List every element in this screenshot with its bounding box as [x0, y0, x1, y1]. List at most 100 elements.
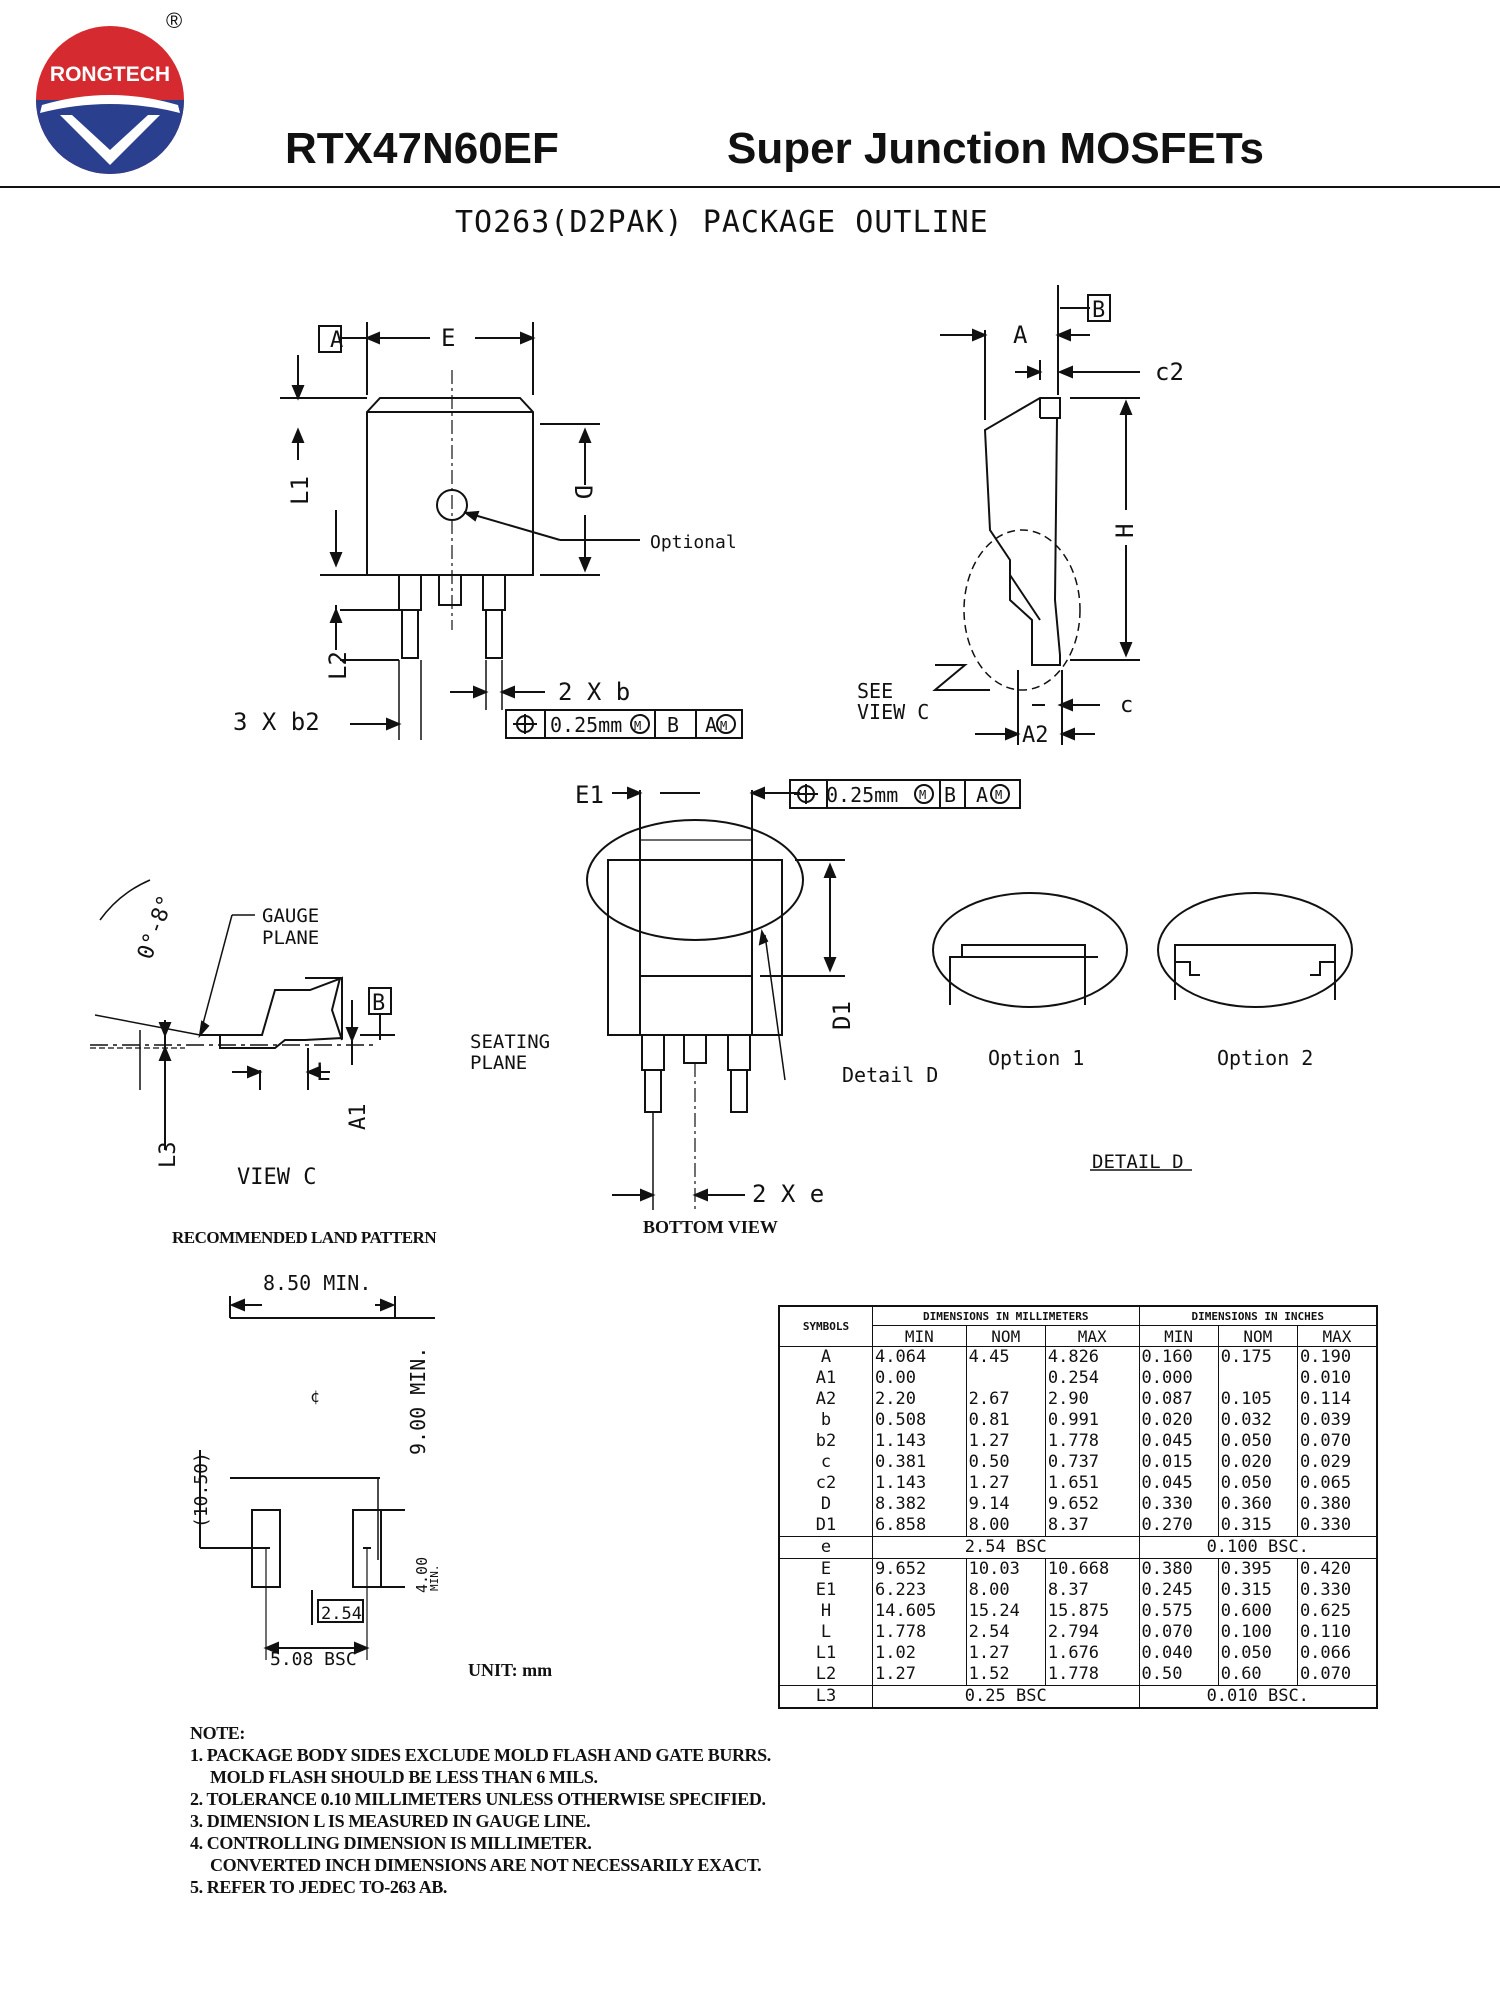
value-cell: 0.330 — [1296, 1515, 1376, 1537]
symbol-cell: D1 — [815, 1515, 837, 1535]
mmc-1b: M — [720, 719, 727, 733]
label-optional: Optional — [650, 532, 737, 553]
logo-brand-text: RONGTECH — [50, 63, 170, 86]
label-a1: A1 — [346, 1104, 371, 1131]
label-254: 2.54 — [321, 1604, 362, 1624]
fcf-a-1: A — [705, 713, 717, 737]
label-d1: D1 — [828, 1001, 856, 1030]
label-l3: L3 — [156, 1142, 181, 1169]
label-850-min: 8.50 MIN. — [263, 1271, 371, 1295]
label-400: 4.00 — [413, 1557, 431, 1593]
label-detail-d-ref: Detail D — [842, 1063, 938, 1087]
value-cell: 0.420 — [1296, 1558, 1376, 1580]
symbol-cell: H — [820, 1601, 832, 1621]
col-header: NOM — [965, 1325, 1046, 1347]
symbol-cell: E1 — [815, 1580, 837, 1600]
note-1-cont: MOLD FLASH SHOULD BE LESS THAN 6 MILS. — [210, 1767, 598, 1787]
label-gauge: GAUGE — [262, 905, 319, 927]
value-cell: 1.676 — [1044, 1643, 1139, 1664]
value-cell: 0.737 — [1044, 1452, 1139, 1473]
label-centerline: ¢ — [310, 1387, 320, 1406]
value-cell: 2.794 — [1044, 1622, 1139, 1643]
symbol-cell: b2 — [815, 1431, 837, 1451]
value-cell: 0.045 — [1138, 1473, 1219, 1494]
label-detail-d: DETAIL D — [1092, 1151, 1184, 1173]
value-cell: 0.020 — [1217, 1452, 1298, 1473]
value-cell: 14.605 — [872, 1601, 967, 1622]
value-cell: 10.03 — [965, 1558, 1046, 1580]
mmc-2b: M — [995, 788, 1002, 802]
value-cell: 0.380 — [1138, 1558, 1219, 1580]
label-c2: c2 — [1155, 358, 1184, 386]
symbol-cell: A2 — [815, 1389, 837, 1409]
value-cell: 2.54 — [965, 1622, 1046, 1643]
value-cell: 9.14 — [965, 1494, 1046, 1515]
value-cell: 4.826 — [1044, 1346, 1139, 1368]
value-cell: 6.858 — [872, 1515, 967, 1537]
value-cell — [1217, 1368, 1298, 1389]
value-cell: 1.27 — [872, 1664, 967, 1686]
label-see: SEE — [857, 679, 893, 703]
value-cell: 1.778 — [1044, 1664, 1139, 1686]
value-cell: 0.065 — [1296, 1473, 1376, 1494]
label-900-min: 9.00 MIN. — [406, 1347, 430, 1455]
land-pattern — [199, 1296, 435, 1660]
label-l2: L2 — [324, 651, 352, 680]
label-gauge-plane: PLANE — [262, 927, 319, 949]
symbol-cell: L3 — [780, 1685, 873, 1707]
land-pattern-title: RECOMMENDED LAND PATTERN — [172, 1228, 437, 1247]
note-4-cont: CONVERTED INCH DIMENSIONS ARE NOT NECESS… — [210, 1855, 762, 1875]
note-3: 3. DIMENSION L IS MEASURED IN GAUGE LINE… — [190, 1811, 591, 1831]
col-header: MAX — [1296, 1325, 1376, 1347]
label-l: L — [316, 1058, 330, 1086]
value-cell: 0.015 — [1138, 1452, 1219, 1473]
value-cell: 1.651 — [1044, 1473, 1139, 1494]
value-cell: 6.223 — [872, 1580, 967, 1601]
value-cell: 8.382 — [872, 1494, 967, 1515]
inch-header: DIMENSIONS IN INCHES — [1138, 1307, 1376, 1326]
note-2: 2. TOLERANCE 0.10 MILLIMETERS UNLESS OTH… — [190, 1789, 766, 1809]
value-cell: 0.000 — [1138, 1368, 1219, 1389]
value-cell: 4.064 — [872, 1346, 967, 1368]
value-cell: 1.778 — [1044, 1431, 1139, 1452]
col-header: NOM — [1217, 1325, 1298, 1347]
symbol-cell: c — [820, 1452, 832, 1472]
label-view-c-ref: VIEW C — [857, 700, 929, 724]
value-cell: 0.032 — [1217, 1410, 1298, 1431]
col-header: MIN — [872, 1325, 967, 1347]
value-cell: 8.00 — [965, 1580, 1046, 1601]
value-cell: 0.381 — [872, 1452, 967, 1473]
value-cell: 0.040 — [1138, 1643, 1219, 1664]
value-cell: 0.575 — [1138, 1601, 1219, 1622]
value-cell — [965, 1368, 1046, 1389]
unit-label: UNIT: mm — [468, 1660, 553, 1680]
value-cell: 0.070 — [1138, 1622, 1219, 1643]
value-cell: 0.190 — [1296, 1346, 1376, 1368]
label-view-c: VIEW C — [237, 1165, 316, 1190]
label-1050-ref: (10.50) — [191, 1452, 212, 1528]
value-cell: 0.100 — [1217, 1622, 1298, 1643]
value-cell: 0.050 — [1217, 1473, 1298, 1494]
label-seating-plane: PLANE — [470, 1052, 527, 1074]
value-cell: 15.875 — [1044, 1601, 1139, 1622]
value-cell: 1.27 — [965, 1643, 1046, 1664]
value-cell: 0.070 — [1296, 1431, 1376, 1452]
value-cell: 0.105 — [1217, 1389, 1298, 1410]
symbol-cell: D — [820, 1494, 832, 1514]
symbol-cell: L — [820, 1622, 832, 1642]
value-cell: 0.114 — [1296, 1389, 1376, 1410]
fcf-b-2: B — [944, 783, 956, 807]
label-option-2: Option 2 — [1217, 1046, 1313, 1070]
value-cell: 0.508 — [872, 1410, 967, 1431]
value-cell: 2.67 — [965, 1389, 1046, 1410]
value-cell: 4.45 — [965, 1346, 1046, 1368]
